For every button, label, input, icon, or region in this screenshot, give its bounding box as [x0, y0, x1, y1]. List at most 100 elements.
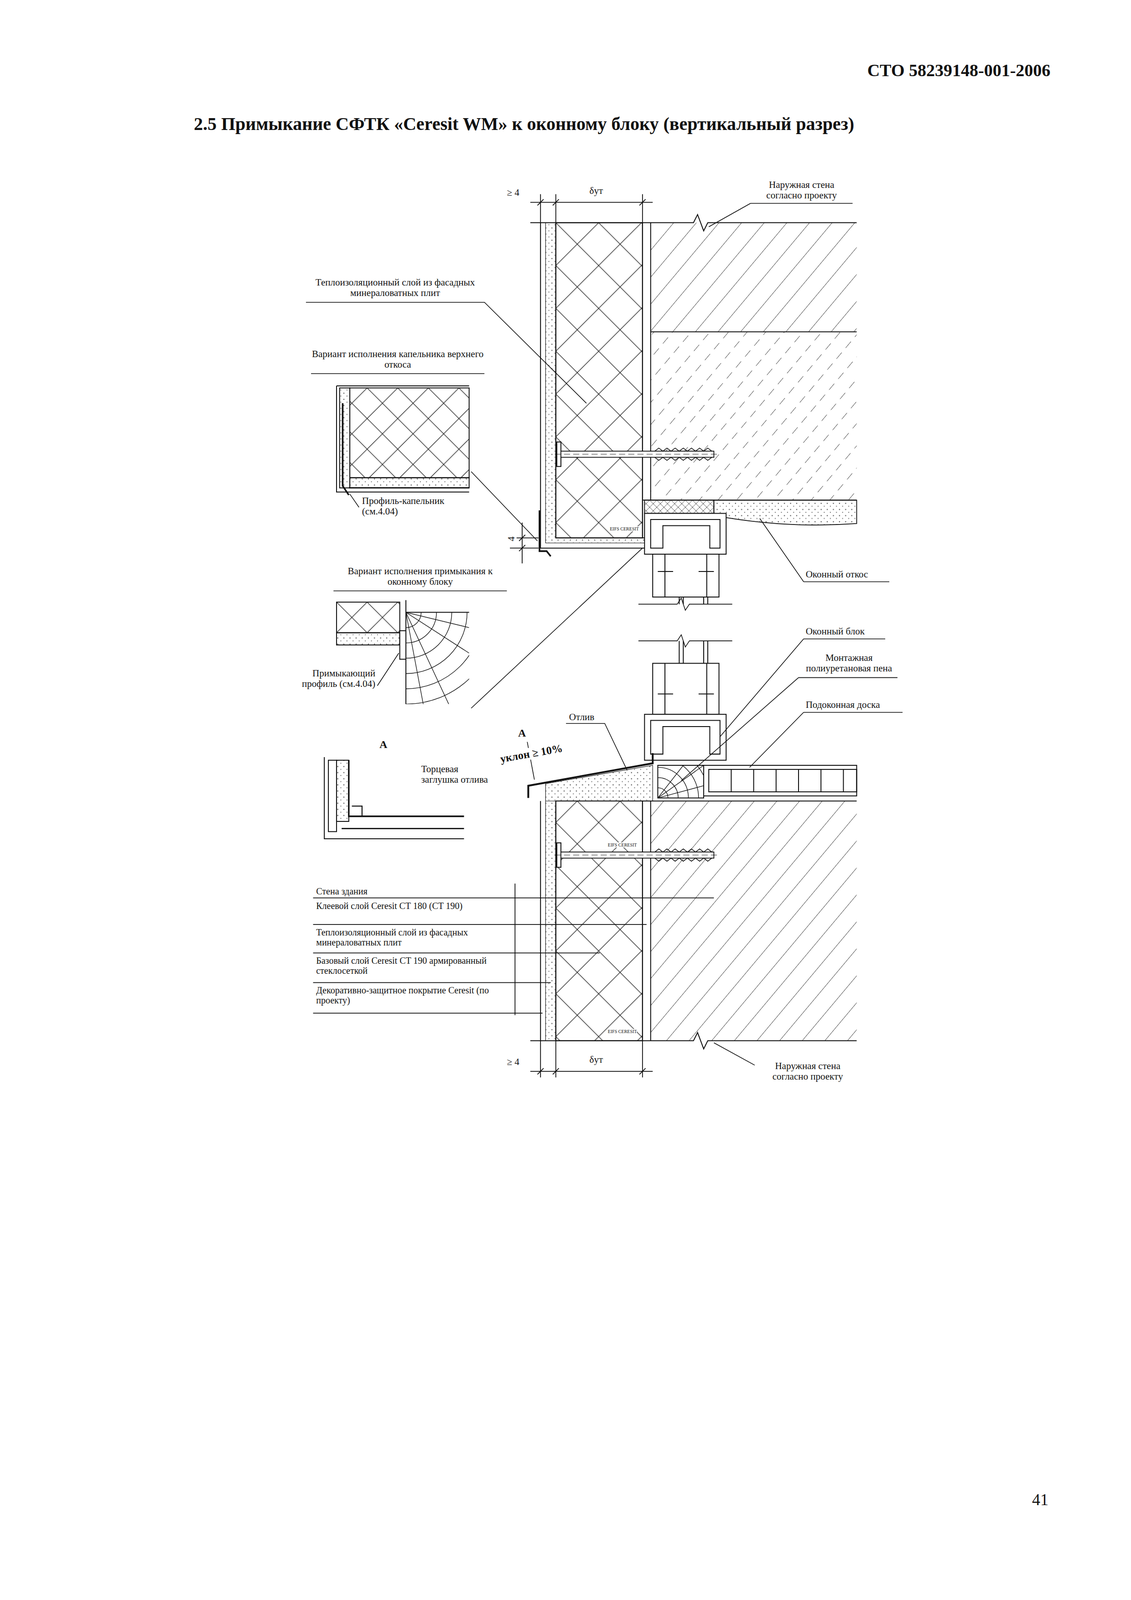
detail-drip	[342, 403, 349, 495]
detail-drip	[349, 388, 470, 478]
break-line	[530, 1032, 857, 1049]
dimension-line	[537, 199, 646, 206]
window-frame	[644, 513, 727, 555]
detail-sill-end	[328, 760, 337, 832]
break-line	[530, 214, 857, 231]
callout-label: Наружная стена согласно проекту	[756, 1060, 859, 1082]
insulation-layer	[555, 222, 643, 538]
masonry-wall	[650, 800, 857, 1041]
render-layers	[539, 510, 551, 557]
window-frame	[644, 714, 727, 761]
render-layers	[545, 222, 645, 543]
table-lines	[313, 883, 715, 1015]
insulation-layer	[642, 222, 644, 538]
table-cell: Декоративно-защитное покрытие Ceresit (п…	[316, 985, 514, 1006]
dimension-line	[518, 534, 525, 552]
dimension-label: ≥ 4	[506, 187, 519, 198]
masonry-wall	[650, 222, 652, 500]
leader-line	[349, 493, 359, 508]
table-lines	[313, 897, 715, 1014]
render-layers	[539, 800, 541, 1041]
detail-sill-end	[336, 760, 349, 822]
render-layers	[545, 800, 556, 1041]
callout-label: Оконный откос	[805, 569, 869, 580]
render-layers	[540, 222, 645, 548]
detail-heading: Вариант исполнения примыкания к оконному…	[333, 565, 507, 587]
detail-drip	[336, 385, 470, 495]
masonry-wall	[650, 800, 652, 1041]
insulation-layer	[555, 222, 643, 1041]
window-sill	[708, 769, 857, 792]
section-mark: А	[379, 738, 388, 751]
anchor-dowel	[555, 842, 719, 868]
detail-drip	[348, 487, 470, 489]
dimension-line	[509, 194, 653, 1078]
detail-drip	[336, 385, 470, 493]
window-sill	[545, 765, 653, 801]
callout-label: Монтажная полиуретановая пена	[800, 652, 898, 674]
page-number: 41	[1032, 1490, 1049, 1510]
window-frame	[650, 720, 721, 755]
callout-label: Профиль-капельник (см.4.04)	[362, 495, 459, 517]
dimension-line	[530, 1040, 653, 1078]
detail-joint	[399, 630, 406, 660]
detail-drip	[349, 477, 470, 488]
detail-joint	[405, 612, 470, 705]
detail-joint	[405, 612, 470, 705]
table-cell: Базовый слой Ceresit CT 190 армированный…	[316, 955, 514, 976]
dimension-line	[509, 522, 539, 564]
callout-label: Подоконная доска	[805, 699, 881, 711]
dimension-label: δут	[589, 1054, 604, 1065]
detail-sill-end	[341, 827, 464, 830]
window-sill	[657, 777, 679, 799]
callout-label: Оконный блок	[805, 626, 865, 637]
leader-line	[333, 590, 507, 592]
detail-joint	[405, 612, 467, 674]
detail-joint	[405, 612, 437, 644]
window-sill	[731, 769, 844, 792]
window-frame	[652, 663, 719, 715]
drawing-title: 2.5 Примыкание СФТК «Ceresit WM» к оконн…	[193, 114, 855, 135]
window-sill	[657, 765, 704, 799]
table-cell: Стена здания	[316, 886, 514, 897]
product-mark: EIFS CERESIT	[607, 1028, 638, 1034]
table-lines	[514, 883, 516, 1015]
leader-line	[713, 1042, 755, 1065]
leader-line	[471, 471, 538, 541]
window-sill	[657, 765, 699, 799]
callout-label: Теплоизоляционный слой из фасадных минер…	[306, 277, 485, 299]
section-mark: А	[518, 726, 526, 739]
callout-label: Торцевая заглушка отлива	[421, 763, 499, 785]
detail-heading: Вариант исполнения капельника верхнего о…	[311, 348, 485, 370]
detail-joint	[336, 632, 400, 645]
callout-label: Примыкающий профиль (см.4.04)	[293, 668, 376, 690]
detail-sill-end	[352, 805, 373, 816]
detail-joint	[405, 612, 470, 705]
dimension-label: δут	[589, 185, 604, 197]
window-frame	[657, 663, 714, 715]
detail-drip	[339, 388, 350, 488]
page-header: СТО 58239148-001-2006	[867, 61, 1051, 81]
window-sill	[703, 765, 857, 796]
leader-line	[565, 723, 628, 771]
anchor-dowel	[555, 441, 719, 467]
leader-line	[759, 518, 890, 582]
dimension-line	[537, 1068, 646, 1074]
table-cell: Теплоизоляционный слой из фасадных минер…	[316, 927, 514, 948]
callout-label: Наружная стена согласно проекту	[750, 179, 853, 201]
window-frame	[679, 596, 708, 664]
render-layers	[545, 222, 645, 543]
detail-joint	[405, 612, 452, 659]
masonry-wall	[650, 222, 857, 332]
leader-line	[377, 653, 399, 686]
product-mark: EIFS CERESIT	[609, 526, 639, 532]
insulation-layer	[555, 800, 643, 1041]
anchor-dowel	[555, 441, 719, 868]
render-layers	[555, 222, 645, 538]
leader-line	[311, 373, 485, 374]
table-cell: Клеевой слой Ceresit CT 180 (CT 190)	[316, 900, 514, 911]
window-frame	[638, 597, 733, 647]
dimension-line	[530, 194, 653, 224]
render-layers	[555, 800, 557, 1041]
